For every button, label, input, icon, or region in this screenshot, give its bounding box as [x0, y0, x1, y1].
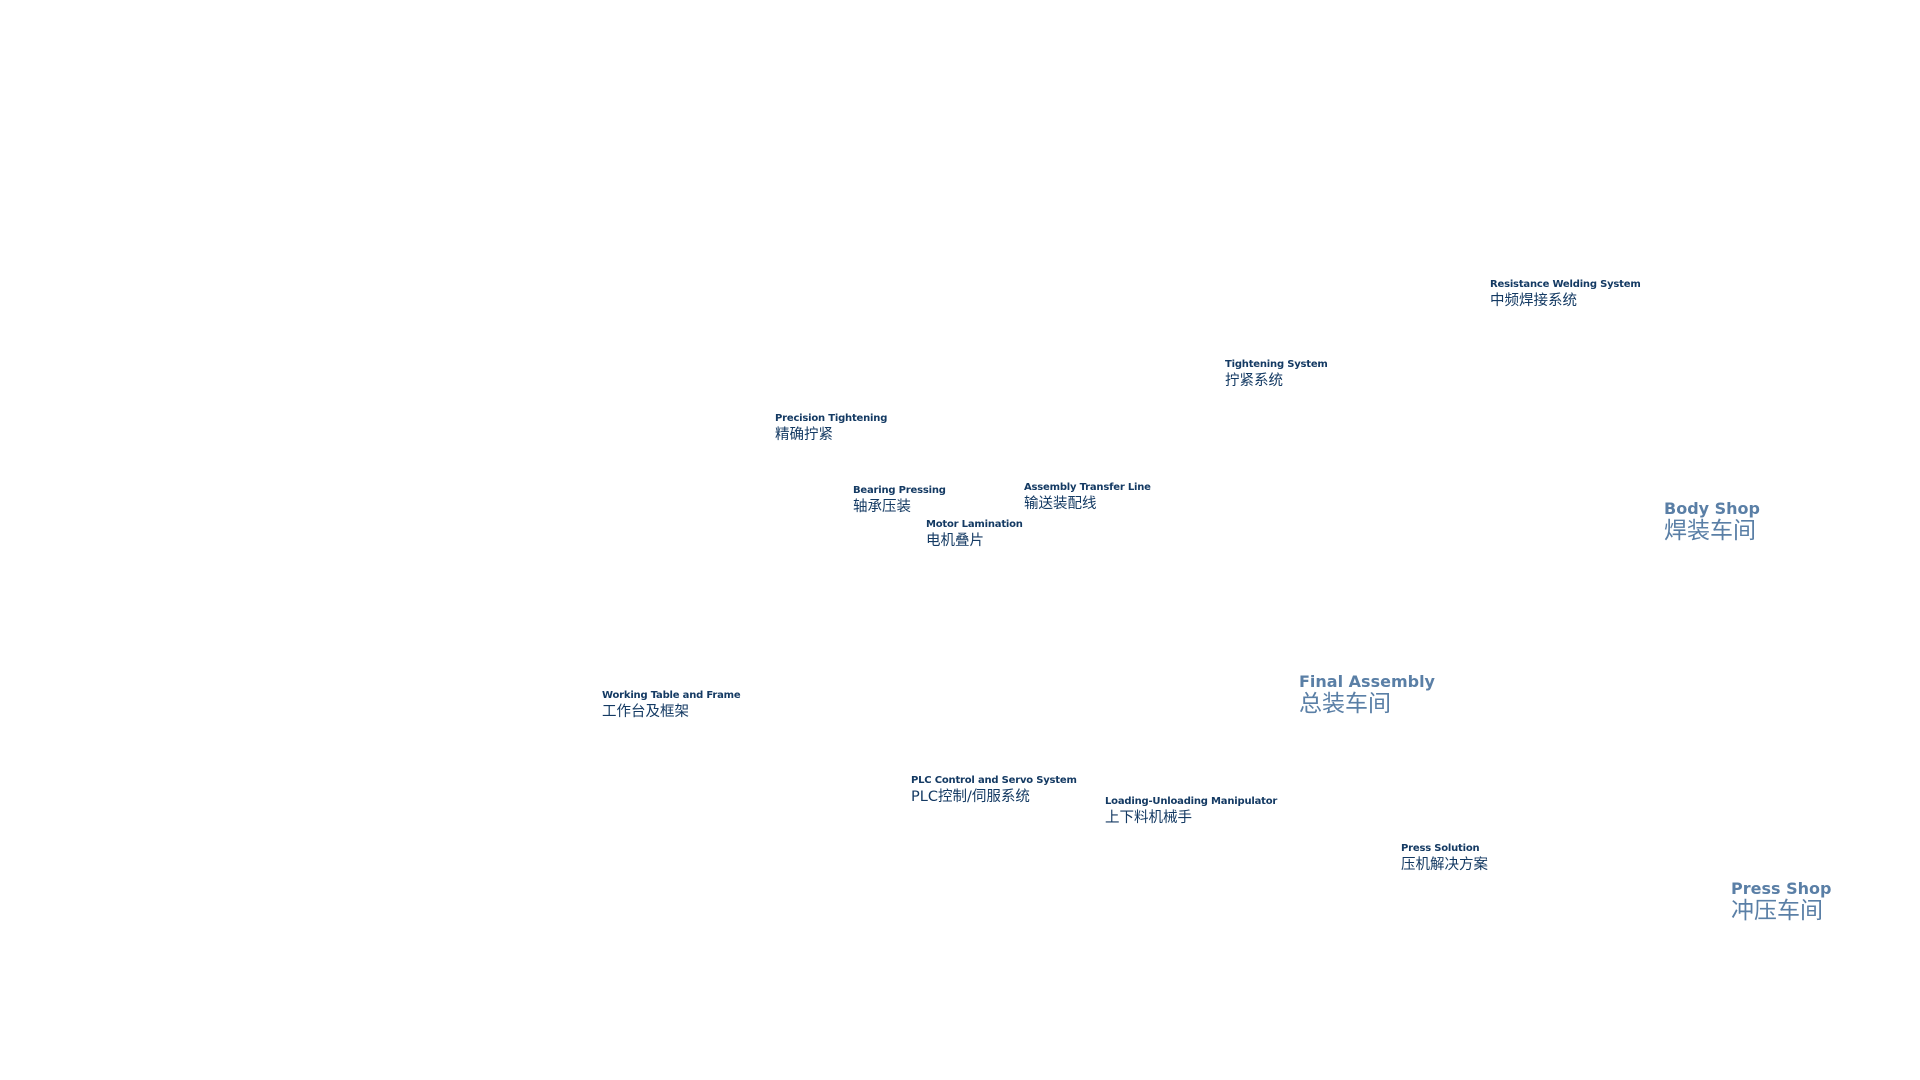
- label-en: Press Solution: [1401, 843, 1480, 854]
- label-loading-unloading-manipulator: Loading-Unloading Manipulator 上下料机械手: [1105, 796, 1277, 826]
- area-zh: 焊装车间: [1664, 518, 1756, 545]
- area-en: Body Shop: [1664, 499, 1760, 518]
- label-precision-tightening: Precision Tightening 精确拧紧: [775, 413, 887, 443]
- area-final-assembly: Final Assembly 总装车间: [1299, 672, 1435, 718]
- label-en: Loading-Unloading Manipulator: [1105, 796, 1278, 807]
- label-en: Assembly Transfer Line: [1024, 482, 1151, 493]
- label-zh: 上下料机械手: [1105, 809, 1192, 826]
- label-zh: 压机解决方案: [1401, 856, 1488, 873]
- label-zh: 拧紧系统: [1225, 372, 1283, 389]
- label-press-solution: Press Solution 压机解决方案: [1401, 843, 1488, 873]
- label-zh: 精确拧紧: [775, 426, 833, 443]
- label-motor-lamination: Motor Lamination 电机叠片: [926, 519, 1023, 549]
- label-assembly-transfer-line: Assembly Transfer Line 输送装配线: [1024, 482, 1151, 512]
- label-zh: 工作台及框架: [602, 703, 689, 720]
- label-resistance-welding-system: Resistance Welding System 中频焊接系统: [1490, 279, 1641, 309]
- area-press-shop: Press Shop 冲压车间: [1731, 879, 1832, 925]
- area-en: Press Shop: [1731, 879, 1832, 898]
- label-tightening-system: Tightening System 拧紧系统: [1225, 359, 1328, 389]
- label-en: Tightening System: [1225, 359, 1328, 370]
- label-zh: 输送装配线: [1024, 495, 1097, 512]
- label-en: PLC Control and Servo System: [911, 775, 1077, 786]
- area-en: Final Assembly: [1299, 672, 1435, 691]
- label-zh: 中频焊接系统: [1490, 292, 1577, 309]
- label-zh: PLC控制/伺服系统: [911, 788, 1030, 805]
- label-en: Resistance Welding System: [1490, 279, 1641, 290]
- label-bearing-pressing: Bearing Pressing 轴承压装: [853, 485, 946, 515]
- label-zh: 电机叠片: [926, 532, 984, 549]
- label-plc-control-servo-system: PLC Control and Servo System PLC控制/伺服系统: [911, 775, 1077, 805]
- label-zh: 轴承压装: [853, 498, 911, 515]
- label-en: Working Table and Frame: [602, 690, 741, 701]
- area-zh: 总装车间: [1299, 691, 1391, 718]
- label-en: Bearing Pressing: [853, 485, 946, 496]
- label-en: Motor Lamination: [926, 519, 1023, 530]
- label-en: Precision Tightening: [775, 413, 888, 424]
- label-working-table-and-frame: Working Table and Frame 工作台及框架: [602, 690, 741, 720]
- area-zh: 冲压车间: [1731, 898, 1823, 925]
- area-body-shop: Body Shop 焊装车间: [1664, 499, 1760, 545]
